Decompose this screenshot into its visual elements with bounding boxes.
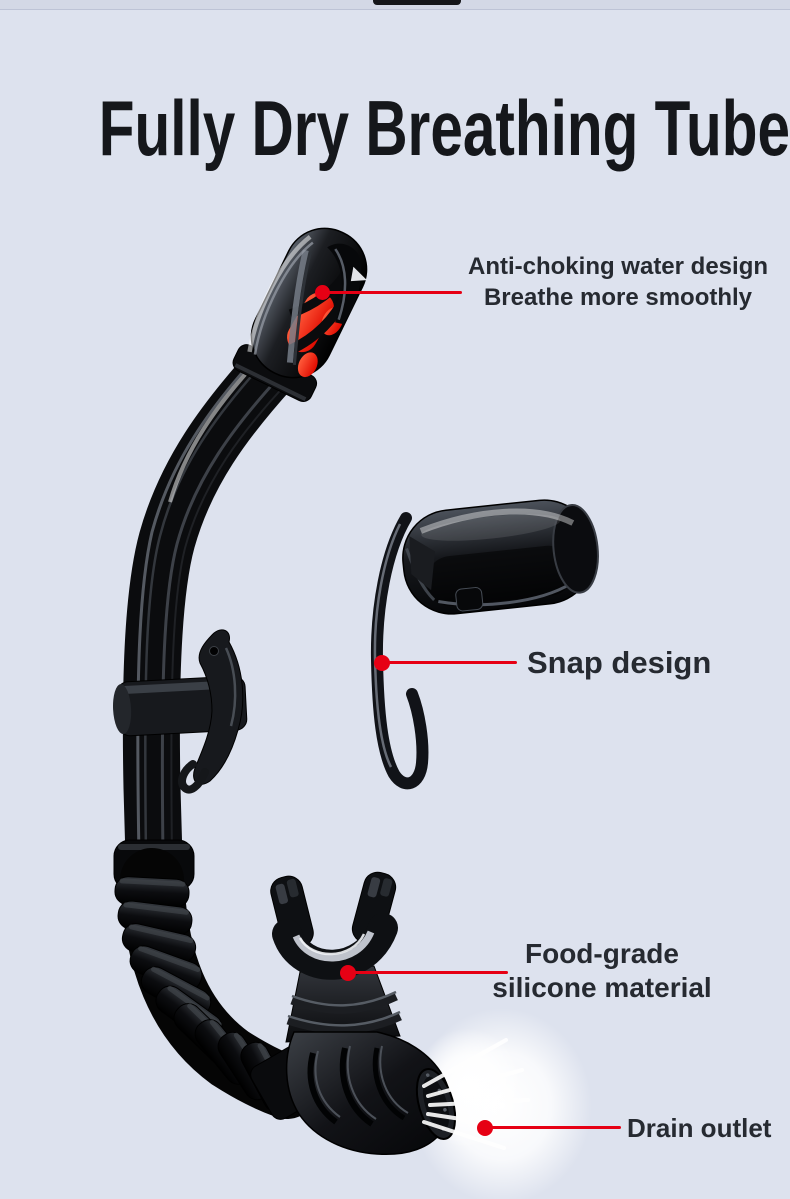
snap-keeper bbox=[370, 499, 599, 790]
callout-dot-icon bbox=[374, 655, 390, 671]
callout-label-line2: silicone material bbox=[492, 972, 712, 1003]
callout-line bbox=[382, 661, 517, 664]
page-title: Fully Dry Breathing Tube bbox=[98, 84, 790, 173]
tube-clip bbox=[112, 629, 248, 794]
callout-dot-icon bbox=[340, 965, 356, 981]
snorkel-head bbox=[232, 227, 368, 403]
callout-dot-icon bbox=[477, 1120, 493, 1136]
callout-label: Anti-choking water design Breathe more s… bbox=[443, 251, 790, 313]
breathing-tube bbox=[122, 339, 301, 887]
callout-label: Drain outlet bbox=[627, 1113, 772, 1143]
callout-label-line1: Anti-choking water design bbox=[467, 253, 769, 280]
callout-line bbox=[348, 971, 508, 974]
callout-label: Food-grade silicone material bbox=[427, 937, 777, 1005]
callout-label-line2: Breathe more smoothly bbox=[483, 284, 753, 311]
callout-label-line1: Food-grade bbox=[525, 938, 679, 969]
callout-line bbox=[485, 1126, 621, 1129]
callout-dot-icon bbox=[315, 285, 330, 300]
water-spray-jets bbox=[422, 1038, 530, 1150]
mouthpiece bbox=[270, 871, 402, 1043]
top-seam-band bbox=[0, 0, 790, 10]
cropped-object-edge bbox=[373, 0, 461, 5]
callout-line bbox=[322, 291, 462, 294]
callout-label: Snap design bbox=[527, 645, 712, 680]
